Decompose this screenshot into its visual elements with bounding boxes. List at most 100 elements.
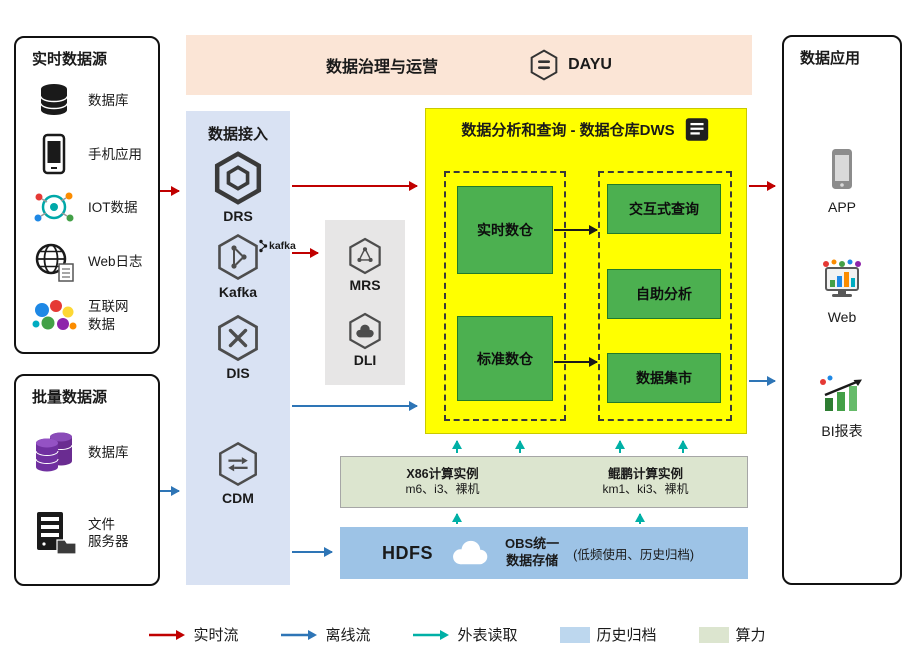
data-ingestion-title: 数据接入 [207,126,268,143]
greenbox-label: 标准数仓 [477,350,533,367]
hdfs-label: HDFS [382,542,433,563]
data-applications-title: 数据应用 [800,50,861,67]
compute-subtitle: km1、ki3、裸机 [602,482,689,497]
source-label: Web日志 [88,253,143,269]
list-item: 手机应用 [26,133,152,175]
legend: 实时流 离线流 外表读取 历史归档 算力 [0,624,914,645]
list-item: 文件 服务器 [26,510,152,556]
service-name: Kafka [218,284,258,300]
list-item: IOT数据 [26,187,152,227]
obs-line1: OBS统一 [505,536,560,552]
app-item-bi: BI报表 [784,373,900,441]
smartphone-icon [26,133,82,175]
capabilities-dashed-group [598,171,732,421]
dws-title: 数据分析和查询 - 数据仓库DWS [461,122,675,139]
database-stack-icon [26,431,82,475]
dws-title-row: 数据分析和查询 - 数据仓库DWS [426,109,746,142]
kafka-wordmark: kafka [258,239,296,253]
source-label: 文件 服务器 [88,516,129,550]
list-item: 互联网 数据 [26,296,152,336]
report-notebook-icon [683,117,711,142]
service-drs: DRS [186,151,290,224]
realtime-warehouse-box: 实时数仓 [457,186,553,274]
standard-warehouse-box: 标准数仓 [457,316,553,401]
service-name: DRS [223,208,253,224]
dws-panel: 数据分析和查询 - 数据仓库DWS 实时数仓 标准数仓 交互式查询 自助分析 数… [425,108,747,434]
app-label: BI报表 [821,423,863,439]
realtime-sources-title: 实时数据源 [32,51,108,68]
dli-hexagon-icon [346,312,384,350]
app-label: APP [827,199,856,215]
dis-hexagon-icon [214,314,262,362]
service-kafka: kafka Kafka [186,233,296,300]
greenbox-label: 实时数仓 [477,222,533,238]
kafka-hexagon-icon [214,233,262,281]
smartphone-icon [828,147,856,191]
bi-report-icon [817,373,867,413]
legend-label: 实时流 [193,627,239,644]
governance-banner: 数据治理与运营 DAYU [186,35,752,95]
list-item: 数据库 [26,431,152,475]
legend-label: 算力 [735,627,766,644]
cloud-icon [447,538,491,568]
internet-data-icon [26,296,82,336]
legend-label: 离线流 [325,627,371,644]
mrs-hexagon-icon [346,237,384,275]
batch-sources-list: 数据库 文件 服务器 [16,407,158,584]
kafka-logo-icon [258,239,268,253]
realtime-sources-list: 数据库 手机应用 IOT数据 Web日志 [16,69,158,352]
batch-sources-panel: 批量数据源 数据库 文件 服务器 [14,374,160,586]
drs-hexagon-icon [211,151,265,205]
source-label: 手机应用 [88,146,142,162]
compute-subtitle: m6、i3、裸机 [405,482,480,497]
compute-instances-panel: X86计算实例 m6、i3、裸机 鲲鹏计算实例 km1、ki3、裸机 [340,456,748,508]
data-applications-panel: 数据应用 APP Web BI报表 [782,35,902,585]
processing-panel: MRS DLI [325,220,405,385]
governance-title: 数据治理与运营 [326,59,439,76]
self-service-analysis-box: 自助分析 [607,269,721,319]
file-server-icon [26,510,82,556]
service-name: DLI [353,351,377,368]
service-name: MRS [349,277,381,294]
service-mrs: MRS [346,237,384,293]
offline-flow-arrow-icon [281,629,318,640]
source-label: 数据库 [88,93,129,109]
app-label: Web [827,309,857,325]
app-item-app: APP [784,147,900,215]
compute-title: X86计算实例 [406,467,479,482]
service-name: CDM [222,490,254,506]
compute-swatch [698,626,729,643]
legend-item-realtime-flow: 实时流 [148,624,238,645]
compute-title: 鲲鹏计算实例 [607,467,683,482]
source-label: 数据库 [88,444,129,460]
service-cdm: CDM [186,441,290,506]
warehouse-dashed-group [444,171,566,421]
globe-log-icon [26,240,82,284]
kafka-badge-label: kafka [269,240,296,252]
list-item: 数据库 [26,81,152,121]
legend-label: 历史归档 [596,627,657,644]
realtime-sources-panel: 实时数据源 数据库 手机应用 IOT数据 [14,36,160,354]
realtime-flow-arrow-icon [149,629,186,640]
greenbox-label: 交互式查询 [629,201,699,217]
database-icon [26,81,82,121]
batch-sources-title: 批量数据源 [32,389,108,406]
service-dli: DLI [346,312,384,368]
greenbox-label: 自助分析 [636,286,692,302]
obs-label: OBS统一 数据存储 [505,536,559,570]
legend-item-compute: 算力 [698,624,766,645]
obs-line2: 数据存储 [506,553,559,568]
legend-item-offline-flow: 离线流 [280,624,370,645]
obs-note: (低频使用、历史归档) [573,547,694,562]
dayu-hexagon-icon [528,49,560,81]
dayu-product: DAYU [528,49,612,81]
archive-swatch [559,626,590,643]
data-mart-box: 数据集市 [607,353,721,403]
app-item-web: Web [784,259,900,325]
dayu-label: DAYU [568,56,612,73]
legend-item-external-read: 外表读取 [412,624,518,645]
cdm-hexagon-icon [215,441,261,487]
web-dashboard-icon [818,259,866,301]
storage-panel: HDFS OBS统一 数据存储 (低频使用、历史归档) [340,527,748,579]
